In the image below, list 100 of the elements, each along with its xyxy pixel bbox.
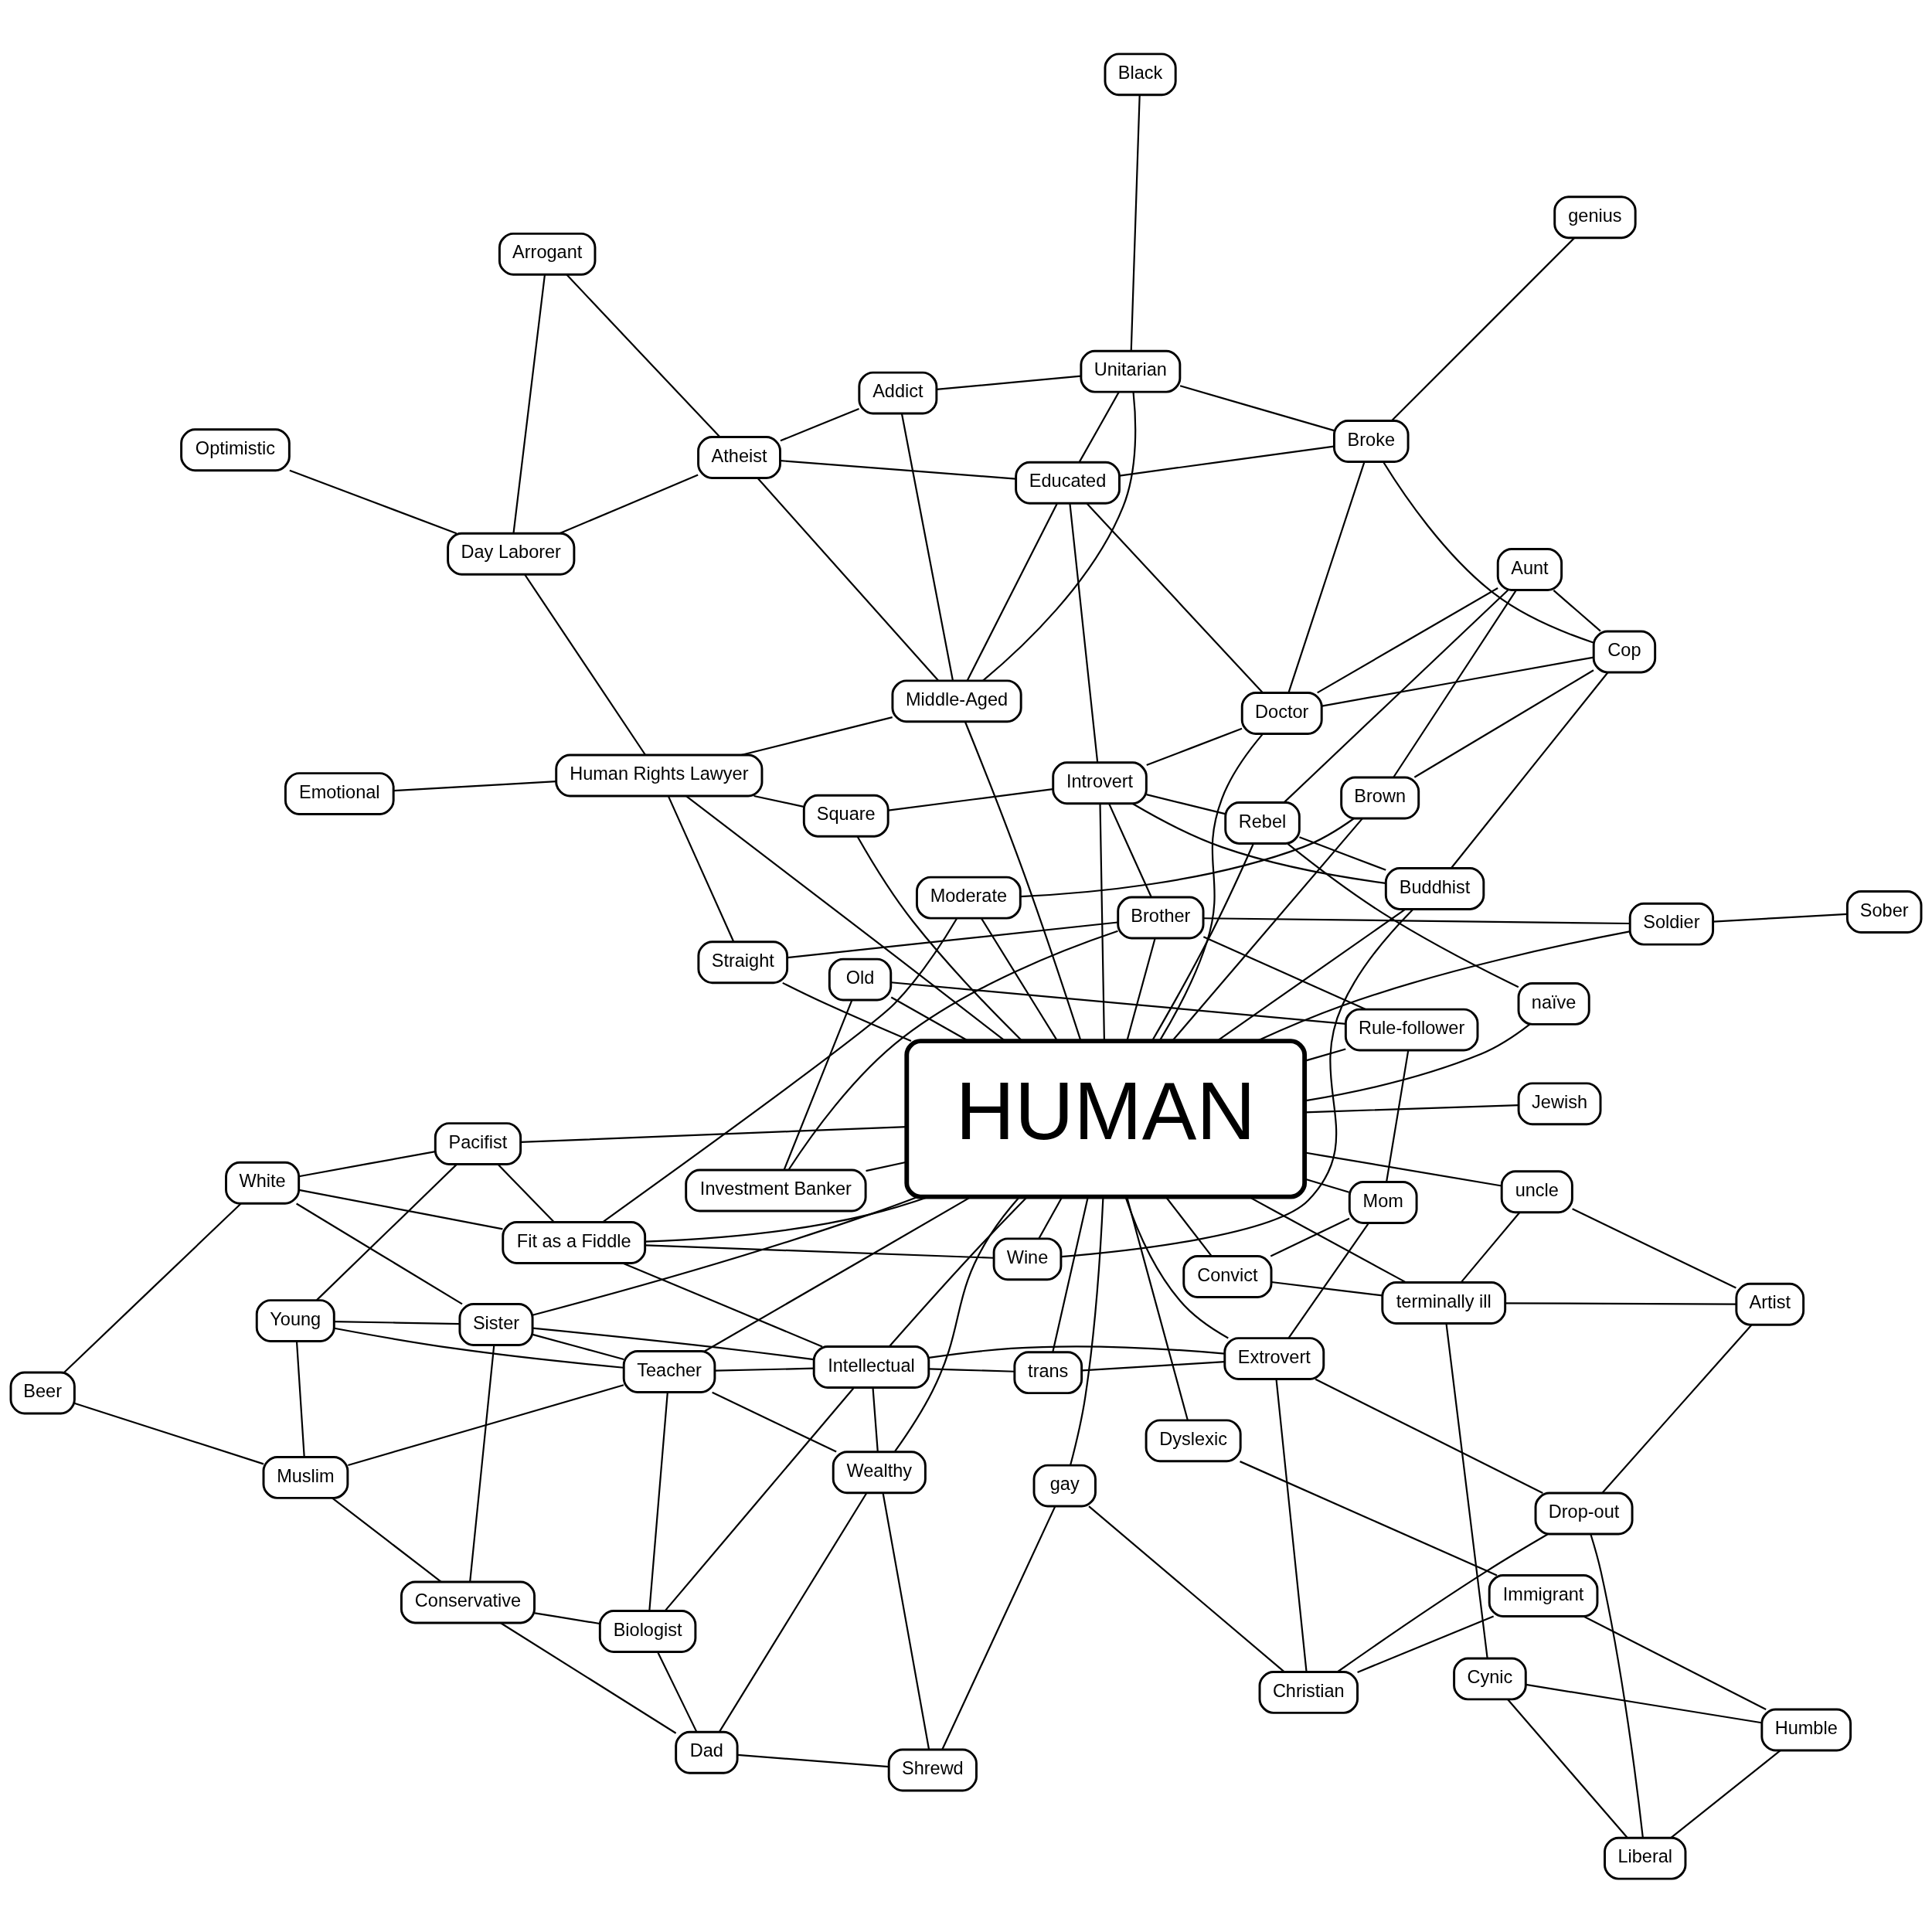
connector	[1451, 672, 1609, 869]
connector	[1670, 1749, 1781, 1838]
connector	[534, 1611, 600, 1624]
node-box: Old	[828, 957, 893, 1002]
connector	[1271, 1281, 1383, 1296]
node-box: Sister	[458, 1302, 534, 1346]
node-box: Dad	[675, 1730, 739, 1774]
connector	[298, 1189, 503, 1230]
connector	[1386, 1049, 1410, 1182]
connector	[1299, 835, 1386, 871]
node-box: Christian	[1258, 1670, 1359, 1714]
connector	[566, 274, 721, 437]
connector	[757, 477, 939, 681]
connector	[1383, 461, 1594, 643]
connector	[1572, 1207, 1736, 1289]
connector	[1020, 817, 1355, 897]
node-box: Day Laborer	[447, 532, 576, 576]
connector	[872, 1387, 879, 1451]
connector	[1583, 1615, 1767, 1710]
connector	[737, 1753, 889, 1767]
connector	[1130, 94, 1141, 351]
connector	[1507, 1698, 1628, 1838]
node-box: Buddhist	[1384, 866, 1485, 910]
node-box: Educated	[1015, 461, 1121, 505]
connector	[1393, 589, 1517, 777]
connector	[1078, 391, 1120, 462]
connector	[1357, 1615, 1495, 1673]
node-box: terminally ill	[1381, 1281, 1507, 1325]
connector	[1086, 502, 1264, 693]
connector	[532, 1327, 814, 1360]
connector	[941, 1505, 1056, 1750]
connector	[1713, 913, 1848, 923]
connector	[1069, 503, 1099, 763]
node-box: Human Rights Lawyer	[555, 753, 764, 797]
connector	[964, 721, 1082, 1041]
node-box: Humble	[1760, 1708, 1852, 1751]
node-box: Cop	[1592, 630, 1657, 673]
connector	[1108, 802, 1152, 897]
connector	[1304, 1104, 1519, 1113]
connector	[890, 981, 1346, 1025]
connector	[718, 1492, 868, 1733]
connector	[532, 1333, 624, 1360]
connector	[560, 474, 699, 534]
connector	[928, 1345, 1225, 1359]
connector	[1146, 727, 1243, 766]
node-box: trans	[1013, 1350, 1083, 1394]
connector	[74, 1402, 264, 1464]
connector	[740, 716, 893, 756]
connector	[781, 459, 1016, 480]
connector	[648, 1392, 668, 1611]
connector	[295, 1341, 305, 1457]
connector	[1270, 1217, 1350, 1257]
connector	[900, 413, 954, 681]
node-box: Young	[255, 1298, 335, 1342]
connector	[1132, 802, 1386, 884]
connector	[332, 1497, 442, 1583]
connector	[882, 1492, 930, 1750]
connector	[1240, 1460, 1498, 1576]
node-box: Emotional	[284, 771, 395, 815]
node-box: Brother	[1117, 896, 1205, 939]
node-box: HUMAN	[904, 1038, 1308, 1199]
node-box: Rebel	[1224, 801, 1301, 845]
connector	[1126, 937, 1156, 1041]
node-box: uncle	[1500, 1169, 1573, 1213]
node-box: Pacifist	[434, 1121, 522, 1165]
connector	[296, 1202, 463, 1304]
node-box: Unitarian	[1080, 349, 1182, 393]
connector	[1317, 587, 1498, 693]
node-box: Biologist	[598, 1609, 697, 1653]
connector	[1088, 1505, 1285, 1672]
connector	[1505, 1301, 1736, 1305]
connector	[981, 917, 1059, 1041]
connector	[1337, 1532, 1549, 1672]
connector	[393, 780, 556, 791]
connector	[601, 917, 958, 1223]
node-box: Conservative	[400, 1580, 536, 1624]
node-box: Straight	[697, 940, 789, 984]
node-box: White	[225, 1161, 301, 1205]
connector	[1460, 1212, 1520, 1283]
node-box: Fit as a Fiddle	[502, 1220, 647, 1264]
connector	[1287, 1222, 1369, 1338]
node-box: Wealthy	[832, 1450, 927, 1494]
connector	[685, 794, 1005, 1041]
connector	[928, 1367, 1015, 1372]
connector	[334, 1327, 624, 1369]
connector	[520, 1125, 906, 1143]
node-box: Broke	[1333, 419, 1410, 463]
node-box: Artist	[1735, 1282, 1805, 1326]
connector	[1146, 793, 1226, 815]
node-box: Optimistic	[180, 427, 291, 471]
node-box: Liberal	[1604, 1836, 1687, 1880]
connector	[753, 794, 804, 808]
connector	[783, 999, 853, 1170]
connector	[1172, 817, 1363, 1041]
node-box: Shrewd	[887, 1748, 978, 1791]
node-box: Drop-out	[1534, 1492, 1634, 1535]
node-box: Mom	[1348, 1180, 1418, 1224]
connector	[63, 1202, 242, 1373]
connector	[645, 1243, 995, 1259]
connector	[1526, 1683, 1762, 1723]
